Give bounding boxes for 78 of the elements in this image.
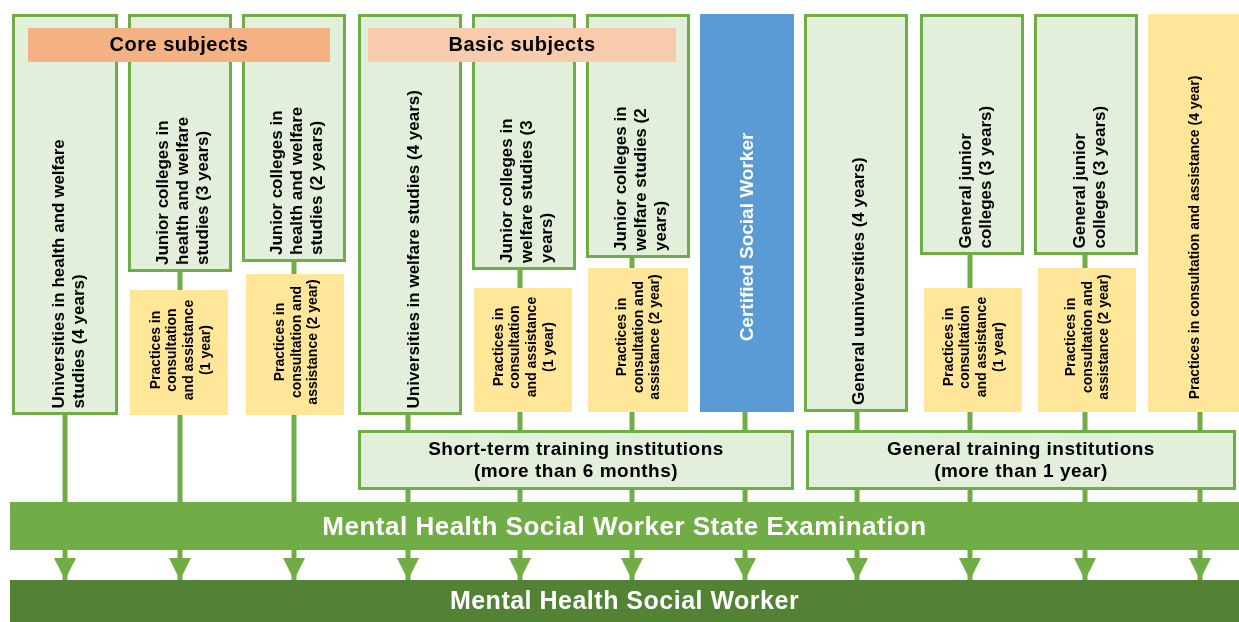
practice-box [588,268,688,412]
node-label: Practices in consultation and assistance (2 year) [270,278,320,405]
connector-line [854,412,860,430]
node-label: Practices in consultation and assistance (4 year) [1185,75,1202,399]
qualification-box [700,14,794,412]
arrow [169,550,191,580]
school-box [920,14,1024,255]
node-label: Practices in consultation and assistance (2 year) [1062,273,1112,402]
node-label: (more than 6 months) [473,460,679,483]
connector-line [1082,412,1088,430]
arrow [959,550,981,580]
node-label: Junior colleges in welfare studies (3 years) [496,117,557,263]
arrow [734,550,756,580]
node-label: Junior colleges in health and welfare studies (3 years) [152,115,213,265]
school-box [1034,14,1138,255]
node-label: Short-term training institutions [428,437,724,460]
connector-line [177,272,183,290]
node-label: Mental Health Social Worker State Examination [322,510,927,542]
subject-header [368,28,676,62]
node-label: Practices in consultation and assistance (2 year) [613,273,663,402]
node-label: General training institutions [887,437,1155,460]
node-label: Universities in welfare studies (4 years) [402,89,423,408]
node-label: General junior colleges (3 years) [954,104,995,248]
connector-line [742,412,748,430]
result-bar [10,580,1239,622]
node-label: Practices in consultation and assistance (1 year) [489,295,557,400]
connector-line [291,415,297,502]
node-label: Junior colleges in health and welfare studies (2 years) [266,105,327,255]
arrow [1074,550,1096,580]
node-label: Certified Social Worker [735,132,758,342]
practice-box [924,288,1022,412]
connector-line [967,412,973,430]
node-label: General uuniversities (4 years) [848,157,869,405]
arrow [621,550,643,580]
exam-bar [10,502,1239,550]
connector-line [742,490,748,502]
arrow [397,550,419,580]
training-box [806,430,1236,490]
connector-line [517,412,523,430]
practice-box [474,288,572,412]
connector-line [629,412,635,430]
node-label: Mental Health Social Worker [449,586,800,616]
connector-line [629,490,635,502]
connector-line [1197,490,1203,502]
arrow [846,550,868,580]
connector-line [629,258,635,268]
node-label: General junior colleges (3 years) [1068,104,1109,248]
node-label: Practices in consultation and assistance (1 year) [939,295,1007,400]
connector-line [967,255,973,288]
practice-box [130,290,228,415]
connector-line [1082,490,1088,502]
node-label: Practices in consultation and assistance (1 year) [145,298,213,402]
node-label: Core subjects [109,33,249,57]
node-label: Basic subjects [448,33,596,57]
practice-box [1148,14,1239,412]
connector-line [62,415,68,502]
arrow [283,550,305,580]
connector-line [177,415,183,502]
connector-line [967,490,973,502]
arrow [1189,550,1211,580]
connector-line [517,490,523,502]
node-label: Junior colleges in welfare studies (2 years) [610,105,671,251]
connector-line [1082,255,1088,268]
school-box [804,14,908,412]
subject-header [28,28,330,62]
practice-box [1038,268,1136,412]
connector-line [1197,412,1203,430]
node-label: Universities in health and welfare studies (4 years) [47,137,88,408]
connector-line [517,270,523,288]
connector-line [405,490,411,502]
node-label: (more than 1 year) [934,460,1108,483]
connector-line [854,490,860,502]
training-box [358,430,794,490]
arrow [509,550,531,580]
practice-box [246,274,344,415]
connector-line [405,415,411,430]
connector-line [291,262,297,274]
arrow [54,550,76,580]
